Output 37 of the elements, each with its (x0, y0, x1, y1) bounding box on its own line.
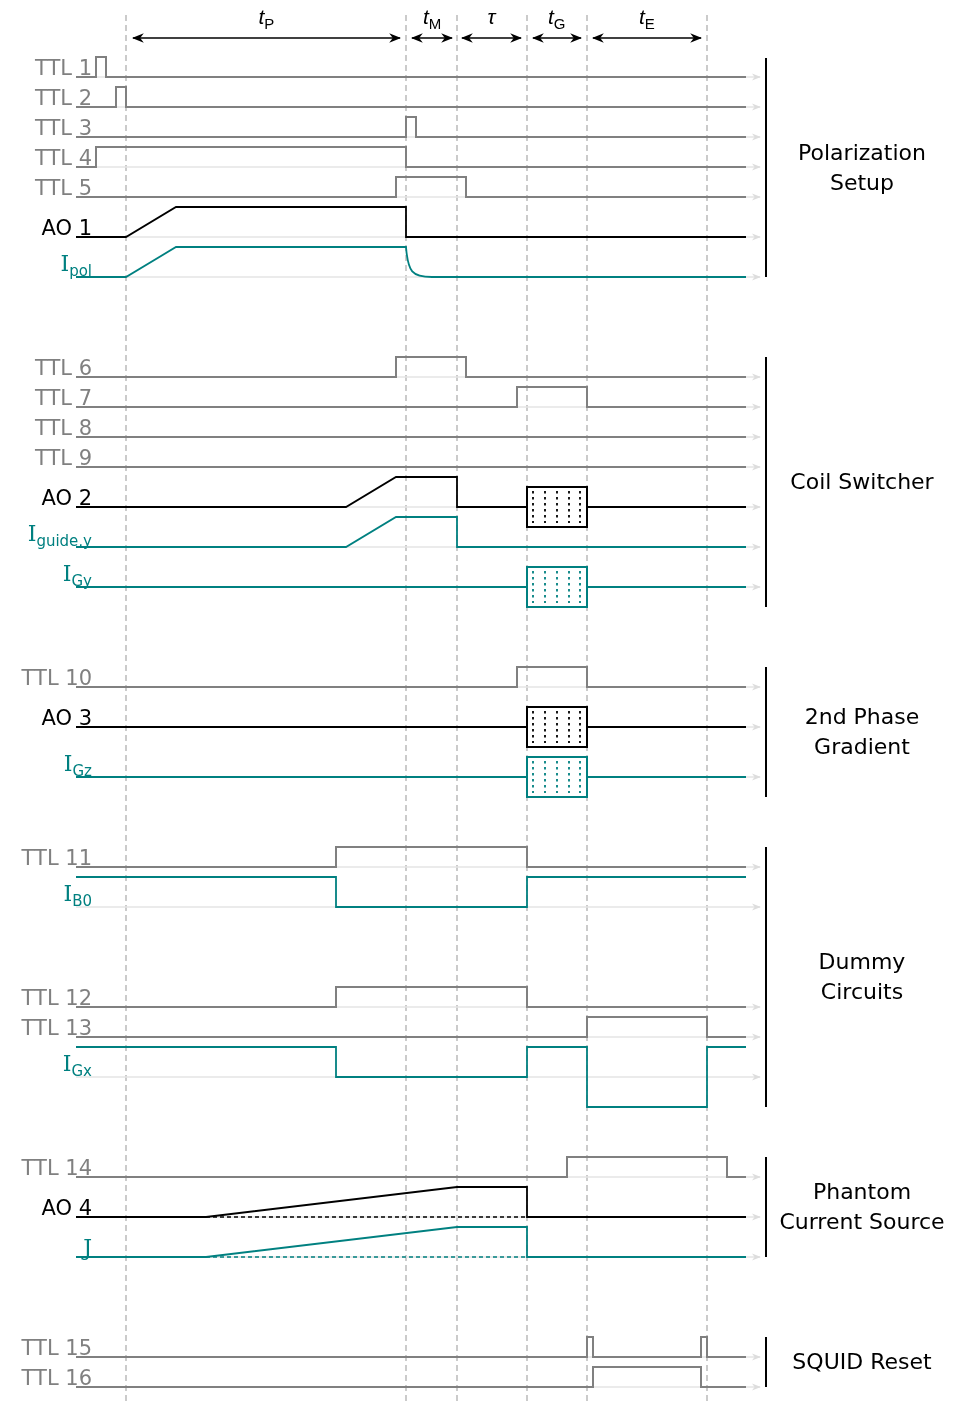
signal-name: AO 4 (41, 1198, 92, 1219)
signal-name: TTL 13 (21, 1018, 92, 1039)
signal-name: I$_{guide,y}$ (27, 523, 92, 550)
signal-name: TTL 8 (34, 418, 92, 439)
signal-name: TTL 7 (34, 388, 92, 409)
signal-name: TTL 6 (34, 358, 92, 379)
interval-label: τ (487, 6, 496, 27)
signal-name: TTL 5 (34, 178, 92, 199)
signal-name: TTL 15 (21, 1338, 92, 1359)
signal-name: AO 1 (41, 218, 92, 239)
group-label: Polarization Setup (797, 138, 927, 197)
signal-name: AO 2 (41, 488, 92, 509)
signal-name: TTL 16 (21, 1368, 92, 1389)
signal-name: I$_{Gz}$ (63, 753, 92, 780)
signal-name: TTL 4 (34, 148, 92, 169)
interval-label: t$_{G}$ (548, 6, 566, 32)
signal-name: I$_{pol}$ (60, 253, 92, 280)
signal-name: I$_{B0}$ (63, 883, 92, 910)
signal-name: TTL 1 (34, 58, 92, 79)
signal-name: I$_{Gy}$ (62, 563, 92, 590)
interval-label: t$_{E}$ (639, 6, 655, 32)
group-label: Dummy Circuits (817, 948, 907, 1006)
interval-label: t$_{P}$ (258, 6, 275, 32)
group-label: Phantom Current Source (778, 1178, 946, 1236)
group-label: Coil Switcher (789, 468, 935, 496)
signal-name: I$_{Gx}$ (62, 1053, 92, 1080)
group-label: 2nd Phase Gradient (803, 703, 921, 761)
signal-name: TTL 12 (21, 988, 92, 1009)
signal-name: TTL 14 (21, 1158, 92, 1179)
signal-name: TTL 2 (34, 88, 92, 109)
signal-name: TTL 10 (21, 668, 92, 689)
signal-name: TTL 9 (34, 448, 92, 469)
signal-name: TTL 3 (34, 118, 92, 139)
group-label: SQUID Reset (791, 1348, 933, 1376)
interval-label: t$_{M}$ (423, 6, 442, 32)
signal-name: AO 3 (41, 708, 92, 729)
signal-name: TTL 11 (21, 848, 92, 869)
